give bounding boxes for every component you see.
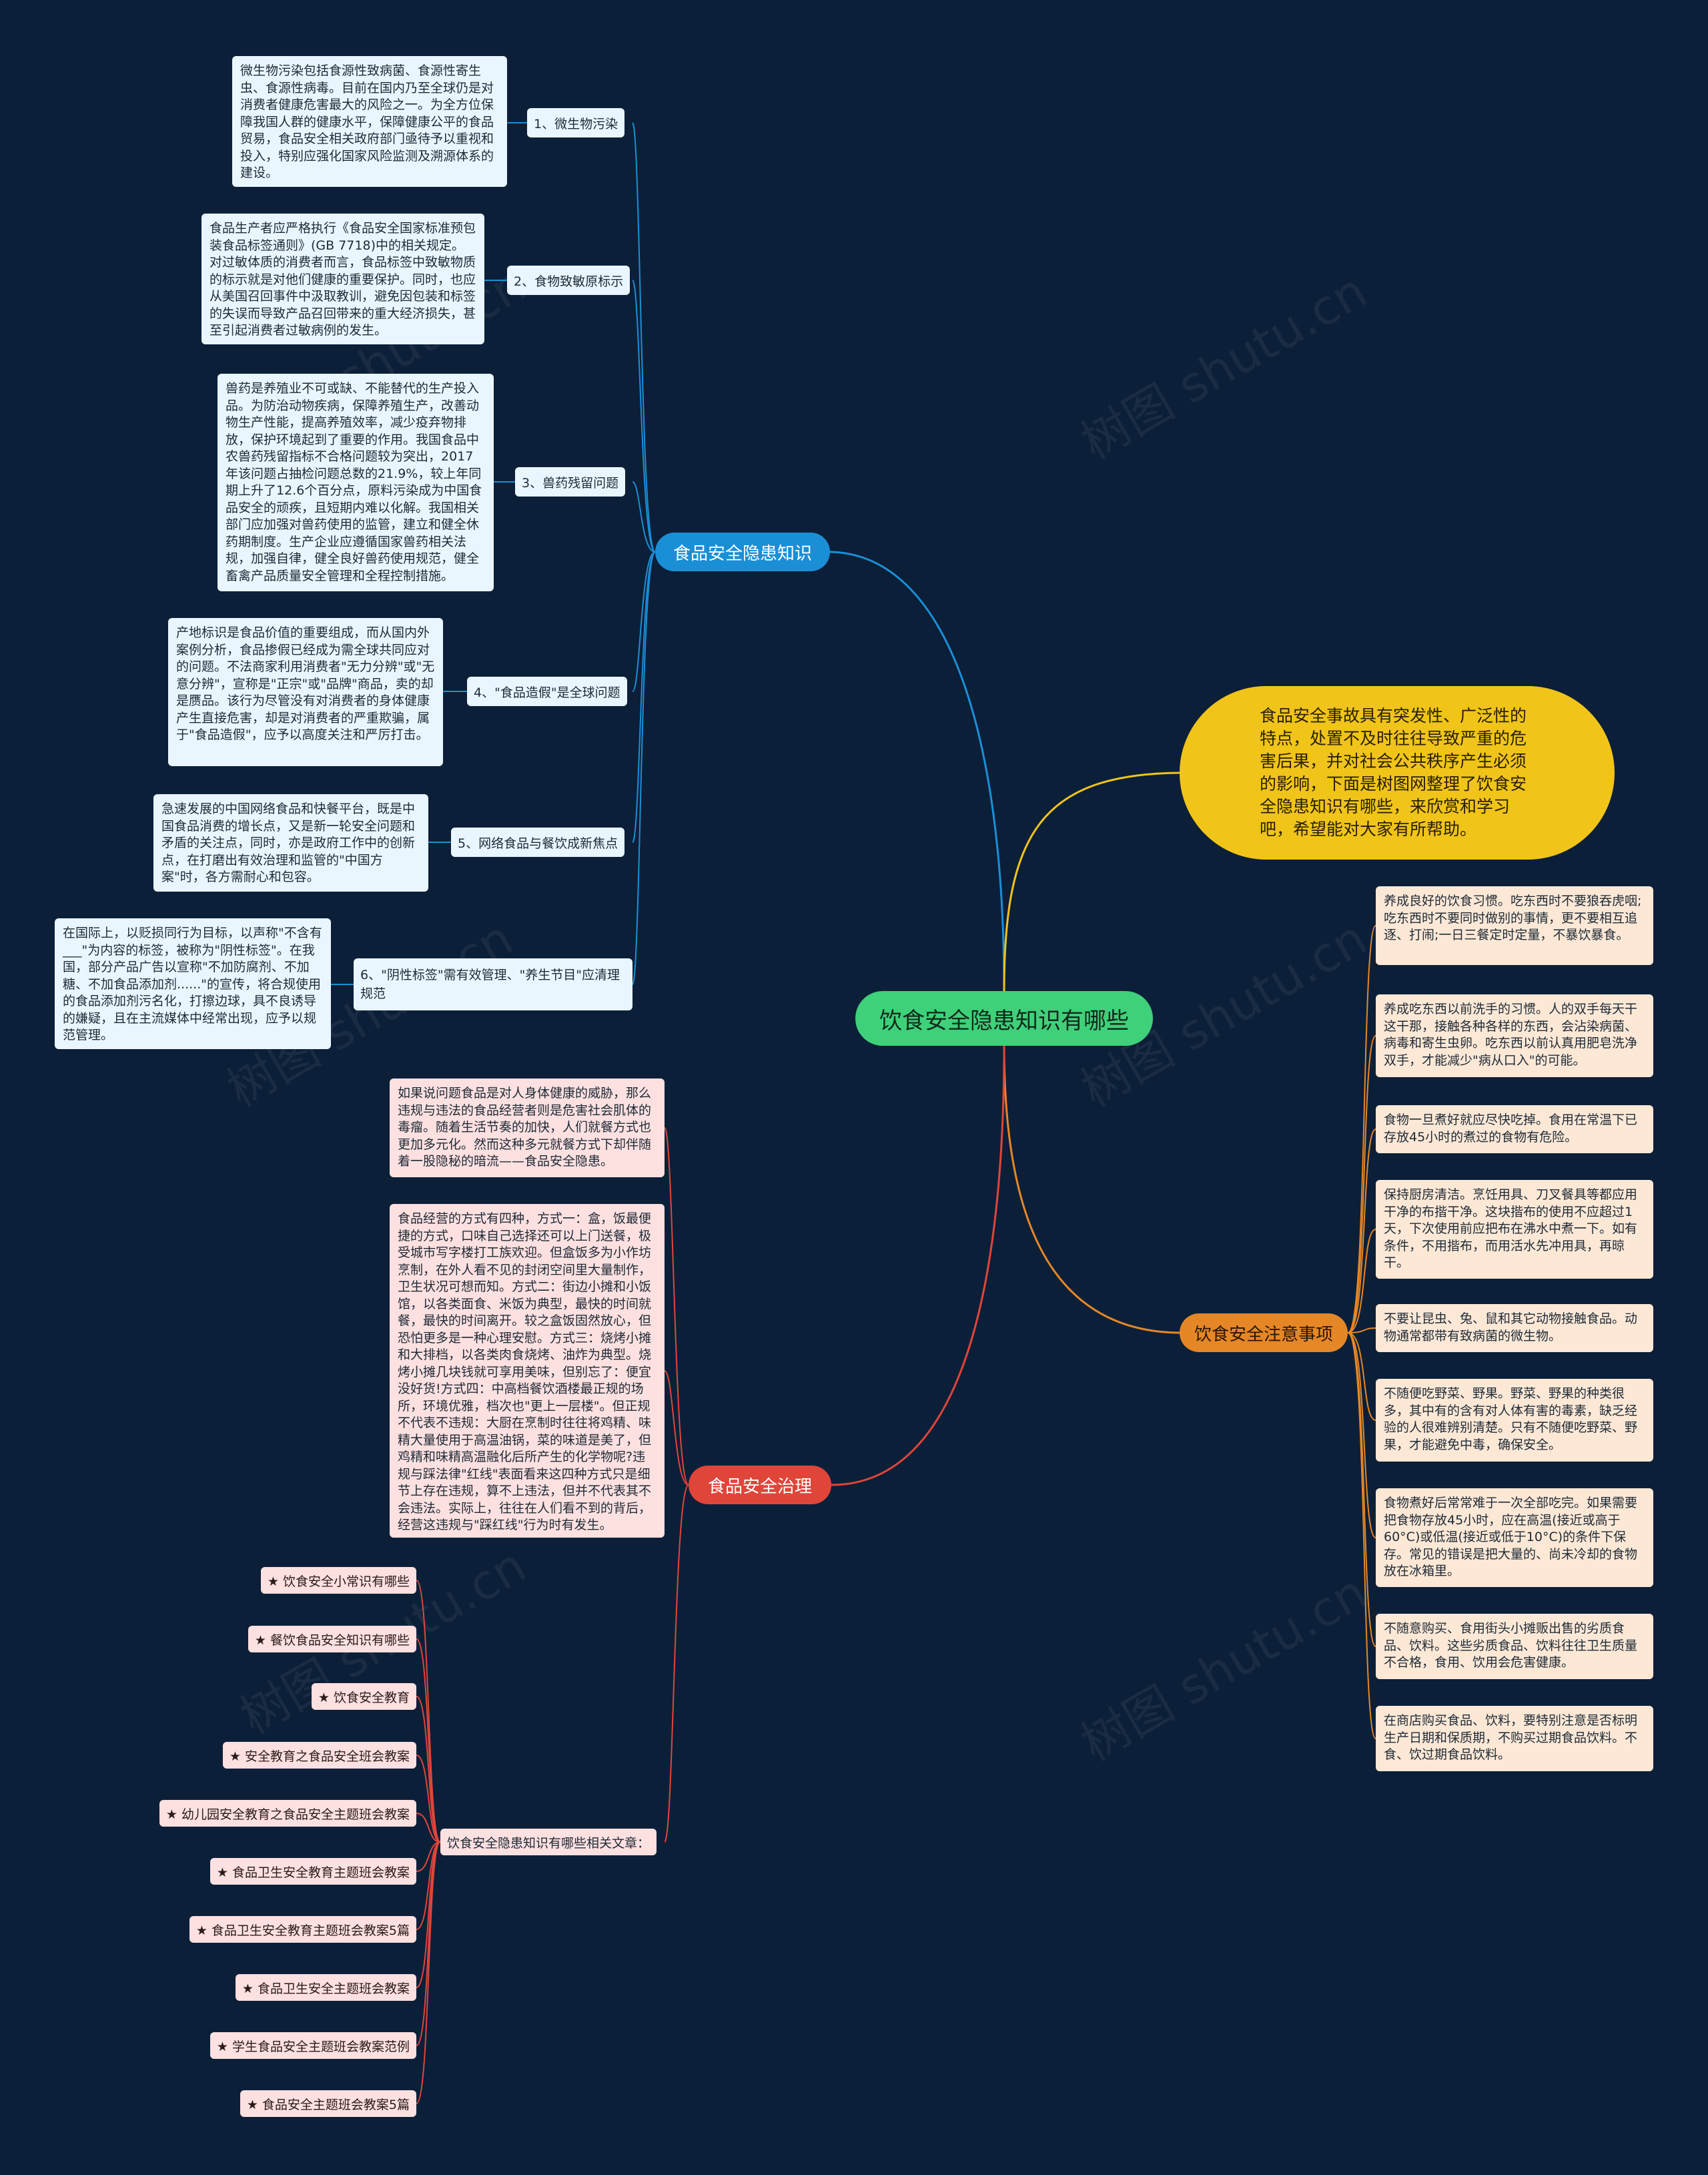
article-link[interactable]: ★ 食品安全主题班会教案5篇	[240, 2090, 416, 2117]
article-link[interactable]: ★ 餐饮食品安全知识有哪些	[248, 1626, 416, 1652]
connector-article	[416, 1841, 441, 1988]
note-item-1: 养成良好的饮食习惯。吃东西时不要狼吞虎咽;吃东西时不要同时做别的事情，更不要相互…	[1376, 886, 1653, 965]
connector-center-knowledge	[829, 551, 1005, 992]
connector-article	[416, 1755, 441, 1843]
article-link[interactable]: ★ 幼儿园安全教育之食品安全主题班会教案	[159, 1800, 416, 1827]
intro-bubble[interactable]: 食品安全事故具有突发性、广泛性的特点，处置不及时往往导致严重的危害后果，并对社会…	[1180, 686, 1615, 860]
connector-center-intro	[1003, 771, 1180, 992]
connector-center-notes	[1003, 1045, 1180, 1334]
connector-knowledge-sub	[632, 551, 656, 985]
connector-knowledge-sub	[632, 551, 656, 692]
note-item-7: 食物煮好后常常难于一次全部吃完。如果需要把食物存放45小时，应在高温(接近或高于…	[1376, 1488, 1653, 1587]
article-link[interactable]: ★ 食品卫生安全教育主题班会教案	[209, 1858, 416, 1885]
branch-food-safety-knowledge[interactable]: 食品安全隐患知识	[655, 533, 830, 571]
knowledge-item-6-label[interactable]: 6、"阴性标签"需有效管理、"养生节目"应清理规范	[354, 958, 632, 1010]
note-item-3: 食物一旦煮好就应尽快吃掉。食用在常温下已存放45小时的煮过的食物有危险。	[1376, 1105, 1653, 1153]
knowledge-item-1-label[interactable]: 1、微生物污染	[527, 108, 625, 137]
connector-govern-item	[664, 1370, 689, 1486]
connector-govern-item	[664, 1484, 689, 1843]
connector-knowledge-sub	[632, 481, 656, 553]
connector-notes-item	[1347, 1327, 1376, 1333]
knowledge-item-4-text: 产地标识是食品价值的重要组成，而从国内外案例分析，食品掺假已经成为需全球共同应对…	[168, 618, 443, 766]
connector-article	[416, 1841, 441, 1872]
connector-article	[416, 1841, 441, 2104]
connector-notes-item	[1347, 1332, 1376, 1421]
connector-notes-item	[1347, 1229, 1376, 1333]
connector-notes-item	[1347, 1332, 1376, 1739]
knowledge-item-2-text: 食品生产者应严格执行《食品安全国家标准预包装食品标签通则》(GB 7718)中的…	[201, 214, 484, 344]
knowledge-item-2-label[interactable]: 2、食物致敏原标示	[507, 266, 630, 295]
connector-knowledge-sub	[632, 280, 656, 553]
connector-notes-item	[1347, 925, 1376, 1333]
article-link[interactable]: ★ 学生食品安全主题班会教案范例	[209, 2032, 416, 2059]
connector-notes-item	[1347, 1035, 1376, 1333]
connector-notes-item	[1347, 1332, 1376, 1647]
knowledge-item-3-text: 兽药是养殖业不可或缺、不能替代的生产投入品。为防治动物疾病，保障养殖生产，改善动…	[218, 374, 494, 591]
connector-notes-item	[1347, 1332, 1376, 1538]
note-item-8: 不随意购买、食用街头小摊贩出售的劣质食品、饮料。这些劣质食品、饮料往往卫生质量不…	[1376, 1614, 1653, 1679]
central-topic[interactable]: 饮食安全隐患知识有哪些	[855, 991, 1153, 1046]
connector-article	[416, 1696, 441, 1843]
knowledge-item-3-label[interactable]: 3、兽药残留问题	[515, 467, 626, 497]
connector-article	[416, 1841, 441, 1930]
connector-article	[416, 1638, 441, 1843]
connector-article	[416, 1841, 441, 2046]
connector-article	[416, 1813, 441, 1843]
knowledge-item-4-label[interactable]: 4、"食品造假"是全球问题	[467, 677, 627, 706]
govern-text-1: 如果说问题食品是对人身体健康的威胁，那么违规与违法的食品经营者则是危害社会肌体的…	[390, 1078, 665, 1177]
watermark-text: 树图 shutu.cn	[1072, 262, 1376, 471]
connector-notes-item	[1347, 1129, 1376, 1333]
article-link[interactable]: ★ 食品卫生安全教育主题班会教案5篇	[189, 1916, 416, 1943]
branch-dietary-safety-notes[interactable]: 饮食安全注意事项	[1180, 1313, 1348, 1352]
note-item-6: 不随便吃野菜、野果。野菜、野果的种类很多，其中有的含有对人体有害的毒素，缺乏经验…	[1376, 1379, 1653, 1462]
watermark-text: 树图 shutu.cn	[1072, 1564, 1376, 1772]
note-item-9: 在商店购买食品、饮料，要特别注意是否标明生产日期和保质期，不购买过期食品饮料。不…	[1376, 1706, 1653, 1771]
connector-article	[416, 1580, 441, 1843]
article-link[interactable]: ★ 饮食安全小常识有哪些	[260, 1567, 416, 1594]
article-link[interactable]: ★ 饮食安全教育	[311, 1683, 416, 1710]
knowledge-item-5-label[interactable]: 5、网络食品与餐饮成新焦点	[451, 828, 625, 857]
connector-knowledge-sub	[632, 122, 656, 553]
branch-food-safety-governance[interactable]: 食品安全治理	[689, 1466, 831, 1504]
note-item-4: 保持厨房清洁。烹饪用具、刀叉餐具等都应用干净的布揩干净。这块揩布的使用不应超过1…	[1376, 1180, 1653, 1279]
connector-center-govern	[831, 1045, 1005, 1486]
related-articles-label[interactable]: 饮食安全隐患知识有哪些相关文章：	[440, 1829, 657, 1855]
knowledge-item-5-text: 急速发展的中国网络食品和快餐平台，既是中国食品消费的增长点，又是新一轮安全问题和…	[153, 794, 428, 892]
note-item-2: 养成吃东西以前洗手的习惯。人的双手每天干这干那，接触各种各样的东西，会沾染病菌、…	[1376, 994, 1653, 1077]
article-link[interactable]: ★ 食品卫生安全主题班会教案	[235, 1974, 416, 2001]
connector-govern-item	[664, 1127, 689, 1486]
knowledge-item-1-text: 微生物污染包括食源性致病菌、食源性寄生虫、食源性病毒。目前在国内乃至全球仍是对消…	[232, 56, 507, 187]
govern-text-2: 食品经营的方式有四种，方式一：盒，饭最便捷的方式，口味自己选择还可以上门送餐，极…	[390, 1204, 665, 1538]
knowledge-item-6-text: 在国际上，以贬损同行为目标，以声称"不含有___"为内容的标签，被称为"阴性标签…	[55, 918, 331, 1049]
connector-knowledge-sub	[632, 551, 656, 843]
note-item-5: 不要让昆虫、兔、鼠和其它动物接触食品。动物通常都带有致病菌的微生物。	[1376, 1304, 1653, 1352]
article-link[interactable]: ★ 安全教育之食品安全班会教案	[222, 1742, 416, 1769]
